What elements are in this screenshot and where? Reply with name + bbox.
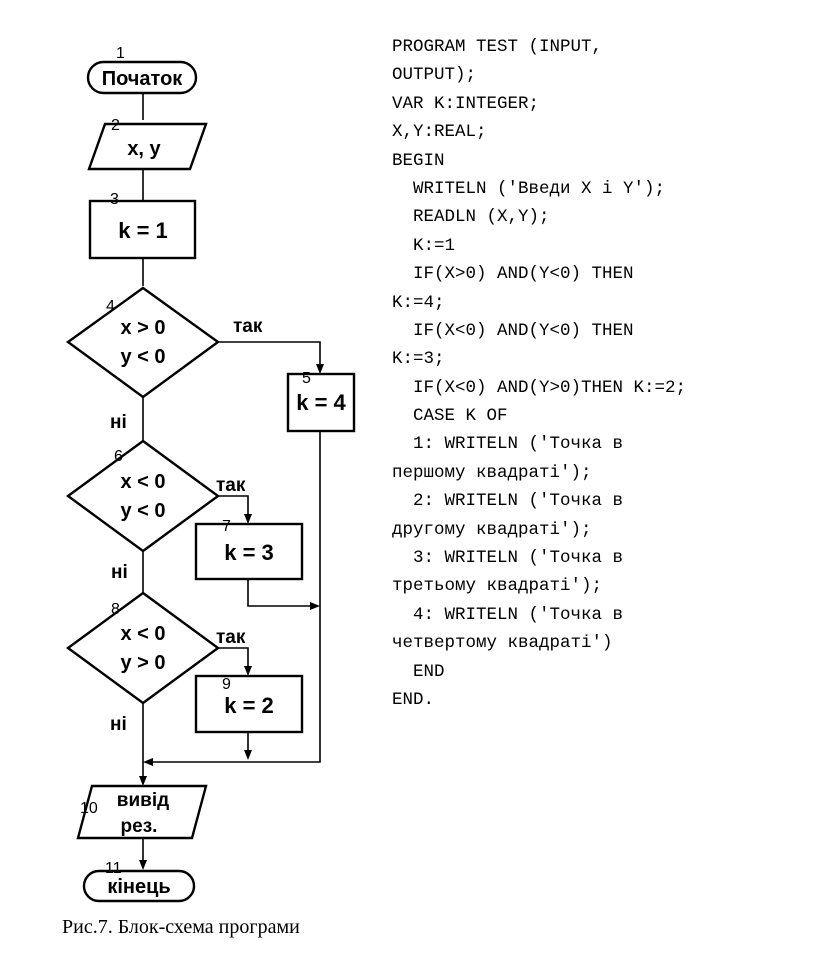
branch-yes-label: так	[216, 475, 246, 496]
block-assign2: 9 k = 2	[194, 674, 304, 734]
code-line: 2: WRITELN ('Точка в	[392, 491, 624, 512]
code-line: четвертому квадраті')	[392, 633, 613, 654]
arrowhead	[143, 758, 153, 766]
block-text: k = 2	[224, 693, 274, 718]
code-line: IF(X>0) AND(Y<0) THEN	[392, 264, 634, 285]
block-input: 2 x, y	[87, 117, 208, 171]
block-output: 10 вивід рез.	[76, 784, 208, 840]
branch-no-label: ні	[110, 714, 127, 735]
io-shape	[87, 122, 208, 171]
block-cond3: 6 x < 0 y < 0	[65, 439, 221, 553]
branch-yes-label: так	[233, 316, 263, 337]
edge-right-bus	[150, 432, 321, 763]
block-text: кінець	[107, 876, 170, 898]
block-text: рез.	[121, 816, 158, 837]
arrowhead	[139, 860, 147, 870]
decision-shape	[65, 591, 221, 705]
terminator-shape	[86, 60, 198, 95]
process-shape	[194, 674, 304, 734]
code-line: K:=4;	[392, 292, 445, 313]
block-cond4: 4 x > 0 y < 0	[65, 286, 221, 399]
block-text: Початок	[102, 68, 184, 90]
decision-shape	[65, 286, 221, 399]
code-line: IF(X<0) AND(Y<0) THEN	[392, 320, 634, 341]
code-line: PROGRAM TEST (INPUT,	[392, 37, 603, 57]
code-line: OUTPUT);	[392, 65, 477, 86]
arrowhead	[244, 750, 252, 760]
block-text: вивід	[117, 790, 169, 811]
block-cond2: 8 x < 0 y > 0	[65, 591, 221, 705]
condition-line: y < 0	[120, 346, 165, 368]
code-line: END	[392, 661, 445, 682]
code-line: CASE K OF	[392, 406, 508, 427]
code-line: READLN (X,Y);	[392, 207, 550, 228]
block-assign3: 7 k = 3	[194, 518, 304, 581]
code-line: K:=1	[392, 235, 456, 256]
edge-cond4-yes	[218, 341, 321, 372]
process-shape	[88, 199, 197, 260]
block-number: 2	[111, 117, 120, 134]
condition-line: x > 0	[120, 317, 165, 339]
edge-cond3-yes	[218, 495, 249, 522]
flowchart: 1 Початок 2 x, y 3 k = 1 4 x > 0 y < 0 т…	[65, 45, 356, 903]
figure-caption: Рис.7. Блок-схема програми	[62, 916, 300, 938]
code-line: 3: WRITELN ('Точка в	[392, 548, 624, 569]
block-number: 10	[80, 800, 98, 817]
terminator-shape	[82, 869, 196, 903]
block-init: 3 k = 1	[88, 191, 197, 260]
block-number: 5	[302, 370, 311, 387]
code-line: другому квадраті');	[392, 519, 592, 540]
code-line: IF(X<0) AND(Y>0)THEN K:=2;	[392, 377, 687, 398]
code-line: VAR K:INTEGER;	[392, 93, 540, 114]
process-shape	[194, 522, 304, 581]
block-number: 9	[222, 676, 231, 693]
code-line: 4: WRITELN ('Точка в	[392, 604, 624, 625]
block-start: 1 Початок	[86, 45, 198, 95]
block-number: 4	[106, 298, 115, 315]
process-shape	[286, 372, 356, 433]
branch-yes-label: так	[216, 627, 246, 648]
block-number: 3	[110, 191, 119, 208]
pascal-code-listing: PROGRAM TEST (INPUT, OUTPUT); VAR K:INTEGE…	[392, 33, 686, 714]
block-text: x, y	[127, 138, 161, 160]
arrowhead	[139, 776, 147, 786]
code-line: першому квадраті');	[392, 462, 592, 483]
condition-line: x < 0	[120, 471, 165, 493]
io-shape	[76, 784, 208, 840]
block-number: 8	[111, 601, 120, 618]
condition-line: y > 0	[120, 652, 165, 674]
block-number: 7	[222, 518, 231, 535]
code-line: 1: WRITELN ('Точка в	[392, 434, 624, 455]
decision-shape	[65, 439, 221, 553]
edge-assign3-merge	[247, 579, 318, 607]
condition-line: x < 0	[120, 623, 165, 645]
block-end: 11 кінець	[82, 860, 196, 903]
branch-no-label: ні	[110, 412, 127, 433]
arrowhead	[310, 602, 320, 610]
arrowhead	[244, 666, 252, 676]
arrowhead	[244, 514, 252, 524]
code-line: X,Y:REAL;	[392, 122, 487, 143]
block-text: k = 1	[118, 218, 168, 243]
branch-no-label: ні	[111, 562, 128, 583]
code-line: END.	[392, 689, 435, 710]
block-text: k = 4	[296, 390, 346, 415]
condition-line: y < 0	[120, 500, 165, 522]
arrowheads	[139, 364, 324, 870]
code-line: K:=3;	[392, 349, 445, 370]
code-line: BEGIN	[392, 150, 445, 171]
block-number: 6	[114, 448, 123, 465]
block-text: k = 3	[224, 540, 274, 565]
code-line: третьому квадраті');	[392, 576, 603, 597]
block-number: 1	[116, 45, 125, 62]
edge-cond2-yes	[218, 647, 249, 674]
block-assign4: 5 k = 4	[286, 370, 356, 433]
code-line: WRITELN ('Введи X i Y');	[392, 178, 666, 199]
block-number: 11	[105, 860, 122, 877]
arrowhead	[316, 364, 324, 374]
